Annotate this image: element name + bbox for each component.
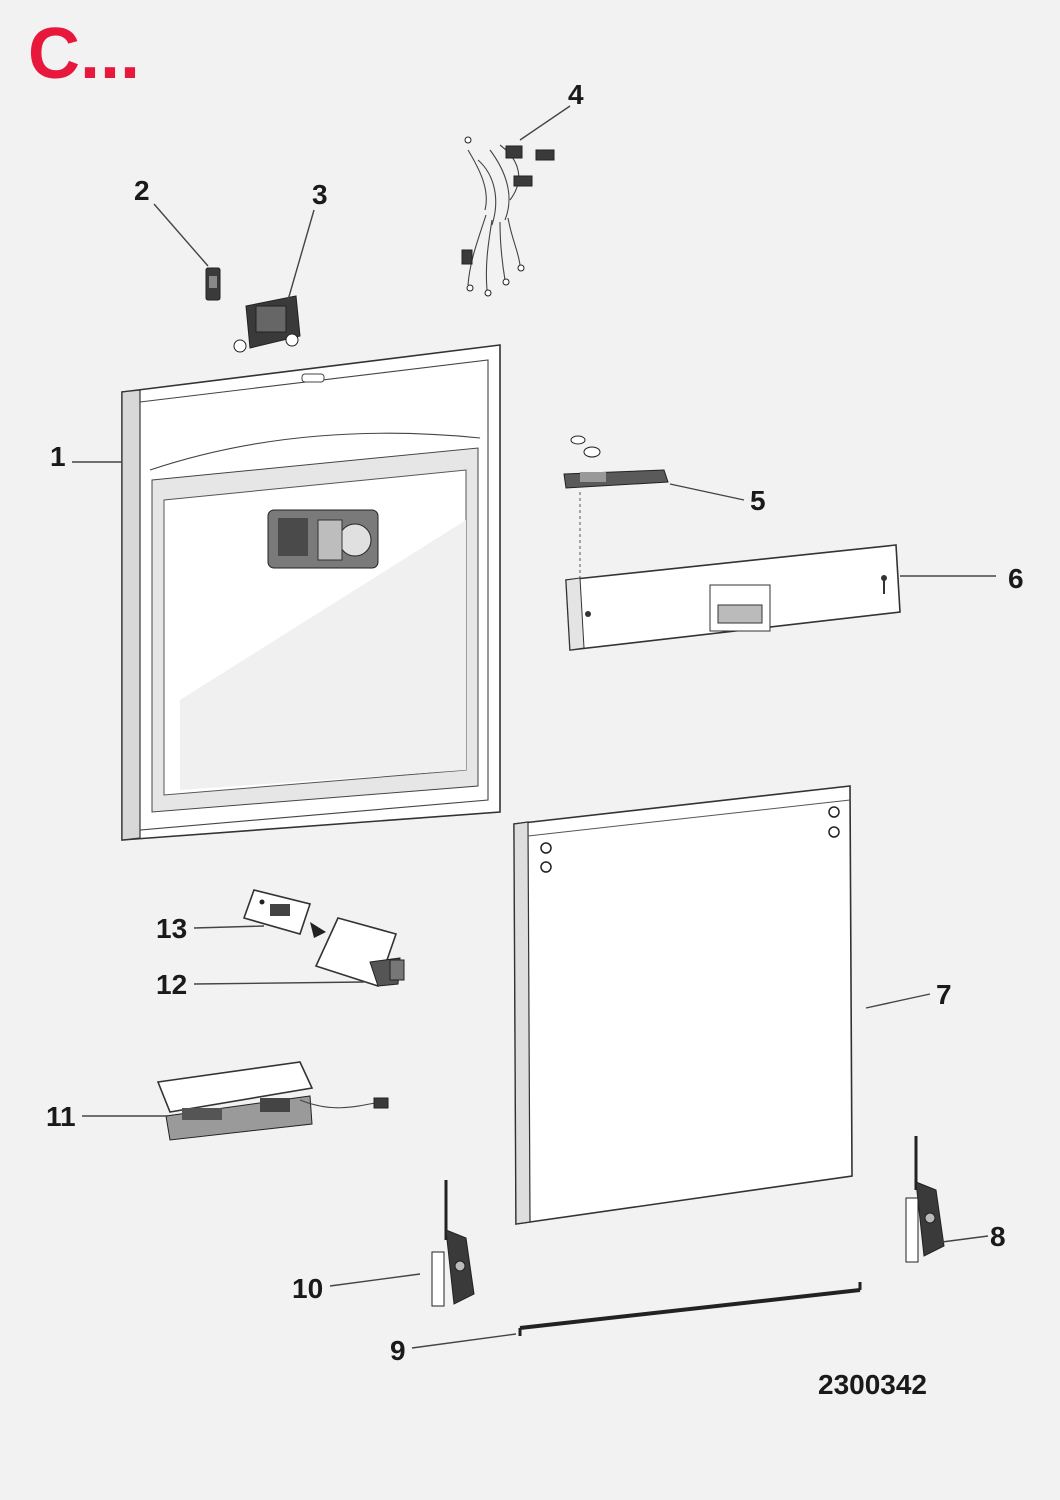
label-part-11: 11 xyxy=(46,1101,76,1132)
part-labels: 1 2 3 4 5 6 7 8 9 10 11 12 13 xyxy=(46,79,1024,1366)
part-9-rod[interactable] xyxy=(518,1282,862,1336)
label-part-13: 13 xyxy=(156,913,187,944)
label-part-8: 8 xyxy=(990,1221,1006,1252)
part-5-control-bracket[interactable] xyxy=(563,435,669,578)
part-3-door-lock[interactable] xyxy=(233,295,301,353)
label-part-10: 10 xyxy=(292,1273,323,1304)
label-part-3: 3 xyxy=(312,179,328,210)
label-part-6: 6 xyxy=(1008,563,1024,594)
part-10-left-hinge[interactable] xyxy=(431,1180,475,1307)
leader-lines xyxy=(72,105,996,1349)
label-part-5: 5 xyxy=(750,485,766,516)
label-part-4: 4 xyxy=(568,79,584,110)
part-12-dispenser-unit[interactable] xyxy=(314,917,405,988)
drawing-number: 2300342 xyxy=(818,1369,927,1400)
part-2-latch-clip[interactable] xyxy=(205,267,221,301)
part-11-electronic-module[interactable] xyxy=(156,1061,389,1141)
label-part-2: 2 xyxy=(134,175,150,206)
label-part-9: 9 xyxy=(390,1335,406,1366)
part-4-wiring-harness[interactable] xyxy=(461,136,555,297)
part-6-control-panel[interactable] xyxy=(565,544,901,651)
label-part-7: 7 xyxy=(936,979,952,1010)
label-part-12: 12 xyxy=(156,969,187,1000)
part-1-inner-door[interactable] xyxy=(121,344,501,841)
part-7-outer-door-panel[interactable] xyxy=(513,785,853,1225)
part-8-right-hinge[interactable] xyxy=(905,1136,945,1263)
section-letter: C... xyxy=(28,14,140,94)
label-part-1: 1 xyxy=(50,441,66,472)
part-13-small-cover[interactable] xyxy=(242,889,326,938)
